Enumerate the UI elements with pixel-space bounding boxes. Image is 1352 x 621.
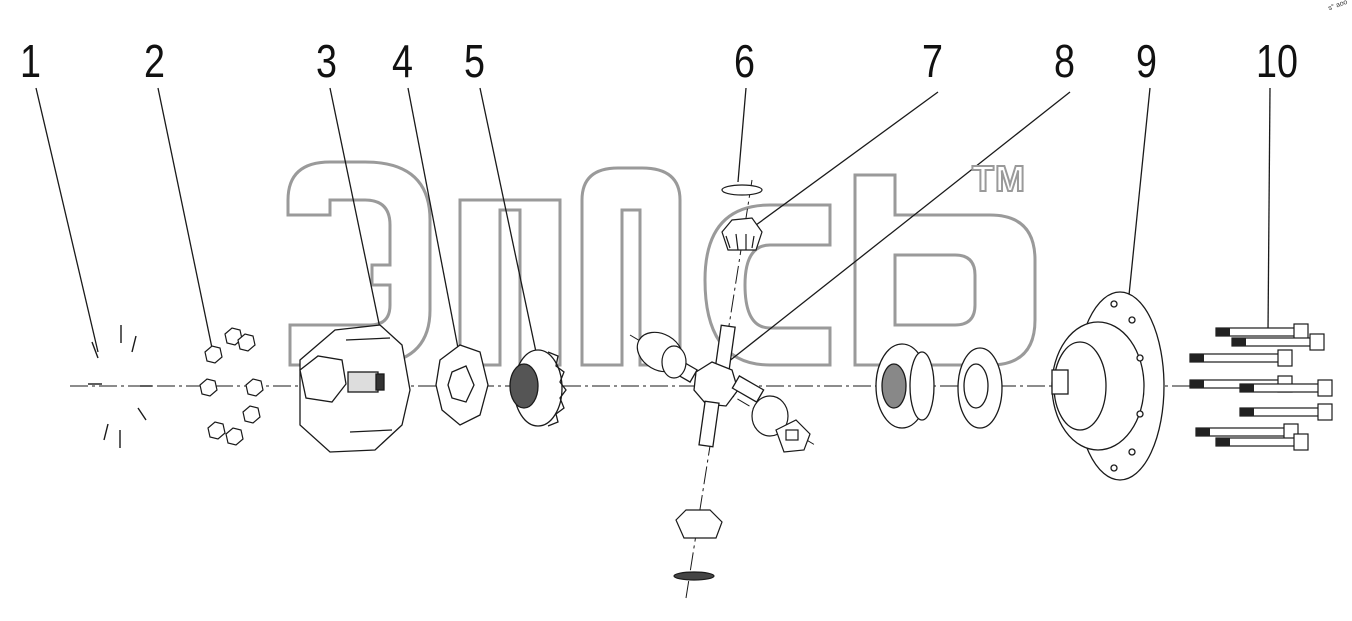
side-pinion-gears	[636, 331, 811, 453]
part-10-bolts	[1189, 323, 1333, 451]
leader-lines	[35, 87, 1271, 363]
part-6-washer	[721, 184, 763, 196]
callout-3: 3	[316, 35, 337, 87]
callout-10: 10	[1256, 35, 1298, 87]
part-7-pinion-gear	[721, 217, 763, 251]
side-bevel-gear	[875, 343, 935, 429]
callout-2: 2	[144, 35, 165, 87]
watermark-logo	[286, 160, 1037, 367]
watermark-trademark: TM	[971, 157, 1026, 200]
thrust-washer	[957, 347, 1003, 429]
part-3-housing	[299, 324, 411, 453]
callout-8: 8	[1054, 35, 1075, 87]
part-5-gear-nut	[509, 349, 567, 427]
part-4-washer	[435, 344, 489, 426]
callout-5: 5	[464, 35, 485, 87]
lower-pinion-gear	[673, 509, 723, 581]
callout-1: 1	[20, 35, 41, 87]
part-9-case-half	[1051, 291, 1165, 481]
callout-9: 9	[1136, 35, 1157, 87]
part-2-nuts	[199, 327, 264, 446]
callout-6: 6	[734, 35, 755, 87]
callout-4: 4	[392, 35, 413, 87]
callout-7: 7	[922, 35, 943, 87]
part-1-pins	[88, 325, 152, 448]
